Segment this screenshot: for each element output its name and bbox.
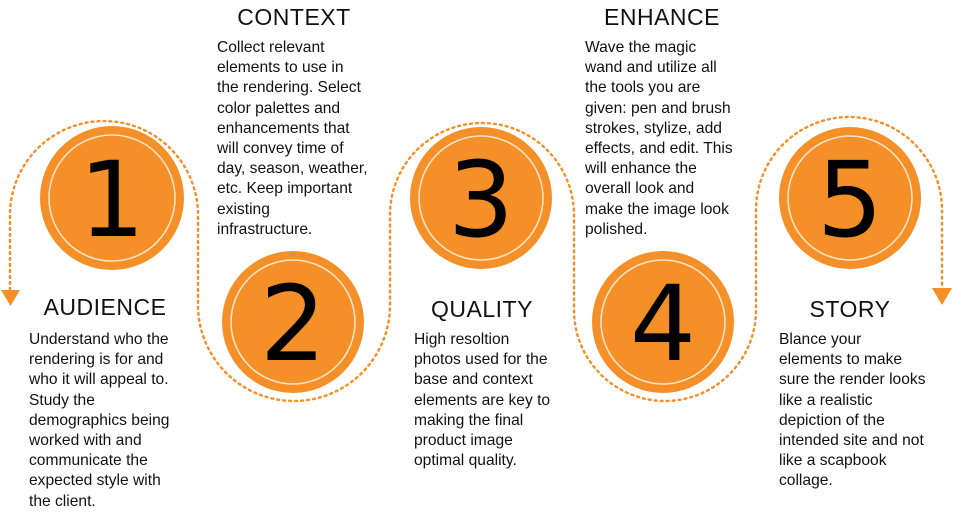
step-text-audience: Understand who the rendering is for and … <box>29 331 170 510</box>
step-title-enhance: ENHANCE <box>604 4 720 30</box>
step-title-story: STORY <box>809 296 891 322</box>
arrow-down-icon <box>1 290 20 306</box>
step-badge-3: 3 <box>410 127 552 269</box>
step-number: 2 <box>260 263 326 385</box>
step-title-audience: AUDIENCE <box>43 294 167 320</box>
step-text-enhance: Wave the magic wand and utilize all the … <box>585 39 733 238</box>
arrow-down-icon <box>932 288 952 305</box>
step-number: 1 <box>79 139 145 261</box>
step-number: 5 <box>817 139 883 261</box>
step-text-quality: High resoltion photos used for the base … <box>414 331 551 470</box>
step-number: 3 <box>448 139 514 261</box>
step-text-context: Collect relevant elements to use in the … <box>217 39 368 238</box>
dotted-flow-path <box>8 115 944 403</box>
step-badge-5: 5 <box>779 127 921 269</box>
step-badge-1: 1 <box>40 126 184 270</box>
step-title-quality: QUALITY <box>431 296 533 322</box>
step-number: 4 <box>630 263 696 385</box>
step-badge-2: 2 <box>222 251 364 393</box>
step-text-story: Blance your elements to make sure the re… <box>779 331 926 490</box>
step-title-context: CONTEXT <box>237 4 351 30</box>
step-badge-4: 4 <box>592 251 734 393</box>
